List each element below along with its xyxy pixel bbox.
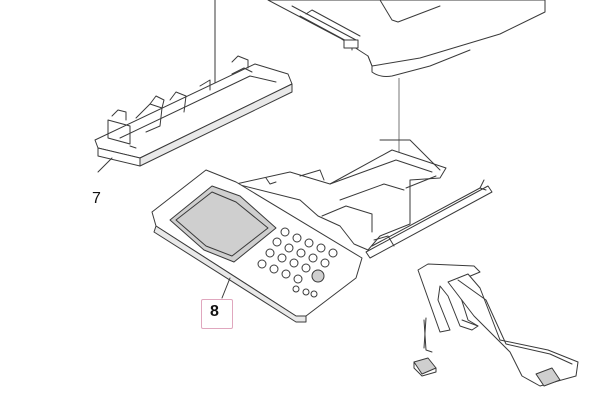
part-8-control-panel [151, 139, 493, 323]
keypad [257, 227, 338, 298]
upper-housing [267, 0, 546, 77]
connector-clip [413, 357, 437, 377]
callout-part-8-highlight-box [201, 299, 233, 329]
part-7-bracket [94, 55, 293, 173]
flat-ribbon-cable [417, 263, 579, 387]
callout-part-8: 8 [210, 303, 219, 320]
callout-part-7: 7 [92, 190, 101, 207]
